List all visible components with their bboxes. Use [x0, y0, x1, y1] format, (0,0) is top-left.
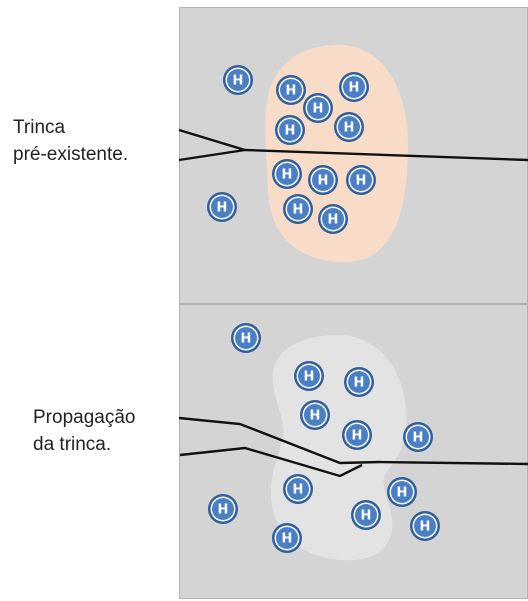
- hydrogen-atom-core: [307, 97, 329, 119]
- hydrogen-atom-core: [338, 116, 360, 138]
- hydrogen-atom-label: H: [352, 429, 363, 444]
- hydrogen-atom-core: [298, 365, 320, 387]
- hydrogen-atom: H: [223, 65, 253, 95]
- hydrogen-atom: H: [344, 367, 374, 397]
- hydrogen-atom-label: H: [285, 124, 296, 139]
- hydrogen-atom: H: [300, 400, 330, 430]
- caption-pre-existing-line-1: Trinca: [13, 117, 66, 138]
- hydrogen-atom: H: [334, 112, 364, 142]
- hydrogen-atom-label: H: [304, 370, 315, 385]
- hydrogen-atom-core: [322, 208, 344, 230]
- hydrogen-atoms: H H H H H H H H H H H H H H H H H H H H H H H H: [207, 65, 440, 553]
- hydrogen-atom-core: [276, 527, 298, 549]
- hydrogen-atom-label: H: [282, 168, 293, 183]
- hydrogen-atom-core: [280, 79, 302, 101]
- hydrogen-atom: H: [346, 165, 376, 195]
- hydrogen-atom-label: H: [313, 102, 324, 117]
- hydrogen-atom: H: [275, 115, 305, 145]
- hydrogen-atom-label: H: [293, 203, 304, 218]
- hydrogen-atom-label: H: [293, 483, 304, 498]
- hydrogen-atom: H: [283, 194, 313, 224]
- hydrogen-atom: H: [231, 323, 261, 353]
- hydrogen-atom-label: H: [282, 532, 293, 547]
- hydrogen-atom-label: H: [286, 84, 297, 99]
- hydrogen-atom-core: [348, 371, 370, 393]
- caption-propagation-line-2: da trinca.: [33, 434, 112, 455]
- panel-pre-existing: [178, 7, 528, 304]
- hydrogen-atom: H: [272, 523, 302, 553]
- hydrogen-atom-core: [287, 198, 309, 220]
- hydrogen-atom-label: H: [310, 409, 321, 424]
- hydrogen-atom-label: H: [241, 332, 252, 347]
- hydrogen-atom-label: H: [397, 486, 408, 501]
- hydrogen-atom-label: H: [354, 376, 365, 391]
- hydrogen-atom-core: [304, 404, 326, 426]
- hydrogen-atom-label: H: [328, 213, 339, 228]
- hydrogen-atom-core: [227, 69, 249, 91]
- caption-propagation-line-1: Propagação: [33, 407, 136, 428]
- hydrogen-atom-core: [235, 327, 257, 349]
- hydrogen-atom-core: [276, 163, 298, 185]
- hydrogen-atom-label: H: [349, 81, 360, 96]
- hydrogen-atom-label: H: [413, 431, 424, 446]
- hydrogen-atom: H: [303, 93, 333, 123]
- hydrogen-atom: H: [272, 159, 302, 189]
- hydrogen-atom: H: [208, 494, 238, 524]
- hydrogen-atom: H: [308, 165, 338, 195]
- hydrogen-atom: H: [283, 474, 313, 504]
- hydrogen-atom-core: [346, 424, 368, 446]
- caption-pre-existing-line-2: pré-existente.: [13, 144, 129, 165]
- hydrogen-atom-core: [355, 504, 377, 526]
- hydrogen-atom-label: H: [420, 520, 431, 535]
- hydrogen-atom-core: [343, 76, 365, 98]
- caption-pre-existing-crack: Trinca pré-existente.: [13, 114, 128, 168]
- caption-crack-propagation: Propagação da trinca.: [33, 404, 135, 458]
- panel-propagation: [178, 304, 528, 599]
- hydrogen-atom-label: H: [361, 509, 372, 524]
- hydrogen-atom: H: [318, 204, 348, 234]
- hydrogen-atom-core: [212, 498, 234, 520]
- hydrogen-atom-label: H: [218, 503, 229, 518]
- hydrogen-atom-core: [414, 515, 436, 537]
- hydrogen-atom-label: H: [356, 174, 367, 189]
- hydrogen-atom: H: [403, 422, 433, 452]
- hydrogen-atom-core: [407, 426, 429, 448]
- hydrogen-atom: H: [342, 420, 372, 450]
- hydrogen-atom-core: [391, 481, 413, 503]
- pre-existing-crack: [178, 128, 528, 162]
- hydrogen-atom: H: [410, 511, 440, 541]
- hydrogen-atom: H: [339, 72, 369, 102]
- hydrogen-atom-core: [211, 196, 233, 218]
- hydrogen-atom-label: H: [217, 201, 228, 216]
- hydrogen-atom-label: H: [344, 121, 355, 136]
- hydrogen-atom: H: [351, 500, 381, 530]
- hydrogen-atom: H: [207, 192, 237, 222]
- hydrogen-atom-label: H: [233, 74, 244, 89]
- hydrogen-atom: H: [294, 361, 324, 391]
- hydrogen-atom-core: [287, 478, 309, 500]
- hydrogen-atom-label: H: [318, 174, 329, 189]
- hydrogen-atom-core: [350, 169, 372, 191]
- hydrogen-atom-core: [279, 119, 301, 141]
- hydrogen-atom: H: [387, 477, 417, 507]
- propagated-crack: [178, 416, 528, 478]
- hydrogen-atom: H: [276, 75, 306, 105]
- hydrogen-atom-core: [312, 169, 334, 191]
